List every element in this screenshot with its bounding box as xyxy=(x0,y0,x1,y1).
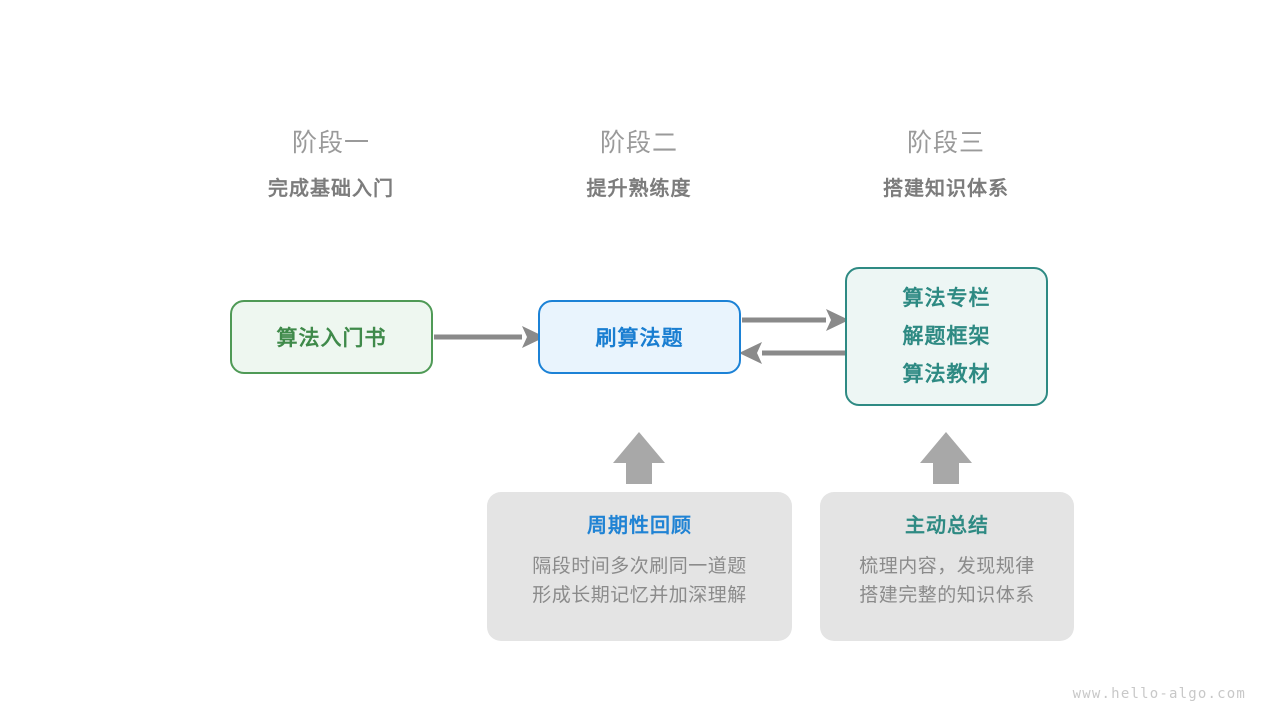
stage-3-goal: 搭建知识体系 xyxy=(883,178,1009,200)
card-active-summary-title: 主动总结 xyxy=(905,515,989,537)
arrow-practice-to-resources xyxy=(742,309,849,331)
stage-2-name: 阶段二 xyxy=(599,129,678,157)
card-active-summary-body-line-1: 梳理内容，发现规律 xyxy=(859,556,1035,577)
arrow-book-to-practice xyxy=(434,326,545,348)
node-algorithm-intro-book[interactable]: 算法入门书 xyxy=(230,300,433,374)
card-periodic-review-body-line-1: 隔段时间多次刷同一道题 xyxy=(532,556,747,577)
node-practice-problems[interactable]: 刷算法题 xyxy=(538,300,741,374)
card-active-summary-body: 梳理内容，发现规律 搭建完整的知识体系 xyxy=(820,552,1074,610)
arrow-summary-to-resources xyxy=(920,432,972,484)
stage-column-2: 阶段二 提升熟练度 xyxy=(509,126,769,204)
arrow-resources-to-practice xyxy=(739,342,846,364)
stage-1-goal: 完成基础入门 xyxy=(268,178,394,200)
site-watermark: www.hello-algo.com xyxy=(1072,686,1246,702)
card-periodic-review[interactable]: 周期性回顾 隔段时间多次刷同一道题 形成长期记忆并加深理解 xyxy=(487,492,792,641)
stage-2-goal: 提升熟练度 xyxy=(586,178,692,200)
card-periodic-review-title: 周期性回顾 xyxy=(587,515,692,537)
stage-3-name: 阶段三 xyxy=(906,129,985,157)
stage-column-1: 阶段一 完成基础入门 xyxy=(201,126,461,204)
card-periodic-review-body-line-2: 形成长期记忆并加深理解 xyxy=(532,585,747,606)
stage-1-name: 阶段一 xyxy=(291,129,370,157)
node-resources-line-1: 算法专栏 xyxy=(902,286,991,310)
node-book-label: 算法入门书 xyxy=(276,327,387,350)
node-resources-line-2: 解题框架 xyxy=(902,324,991,348)
node-practice-label: 刷算法题 xyxy=(595,327,684,350)
node-learning-resources[interactable]: 算法专栏 解题框架 算法教材 xyxy=(845,267,1048,406)
node-resources-line-3: 算法教材 xyxy=(902,362,991,386)
card-active-summary-body-line-2: 搭建完整的知识体系 xyxy=(859,585,1035,606)
stage-column-3: 阶段三 搭建知识体系 xyxy=(816,126,1076,204)
arrow-review-to-practice xyxy=(613,432,665,484)
card-periodic-review-body: 隔段时间多次刷同一道题 形成长期记忆并加深理解 xyxy=(487,552,792,610)
card-active-summary[interactable]: 主动总结 梳理内容，发现规律 搭建完整的知识体系 xyxy=(820,492,1074,641)
